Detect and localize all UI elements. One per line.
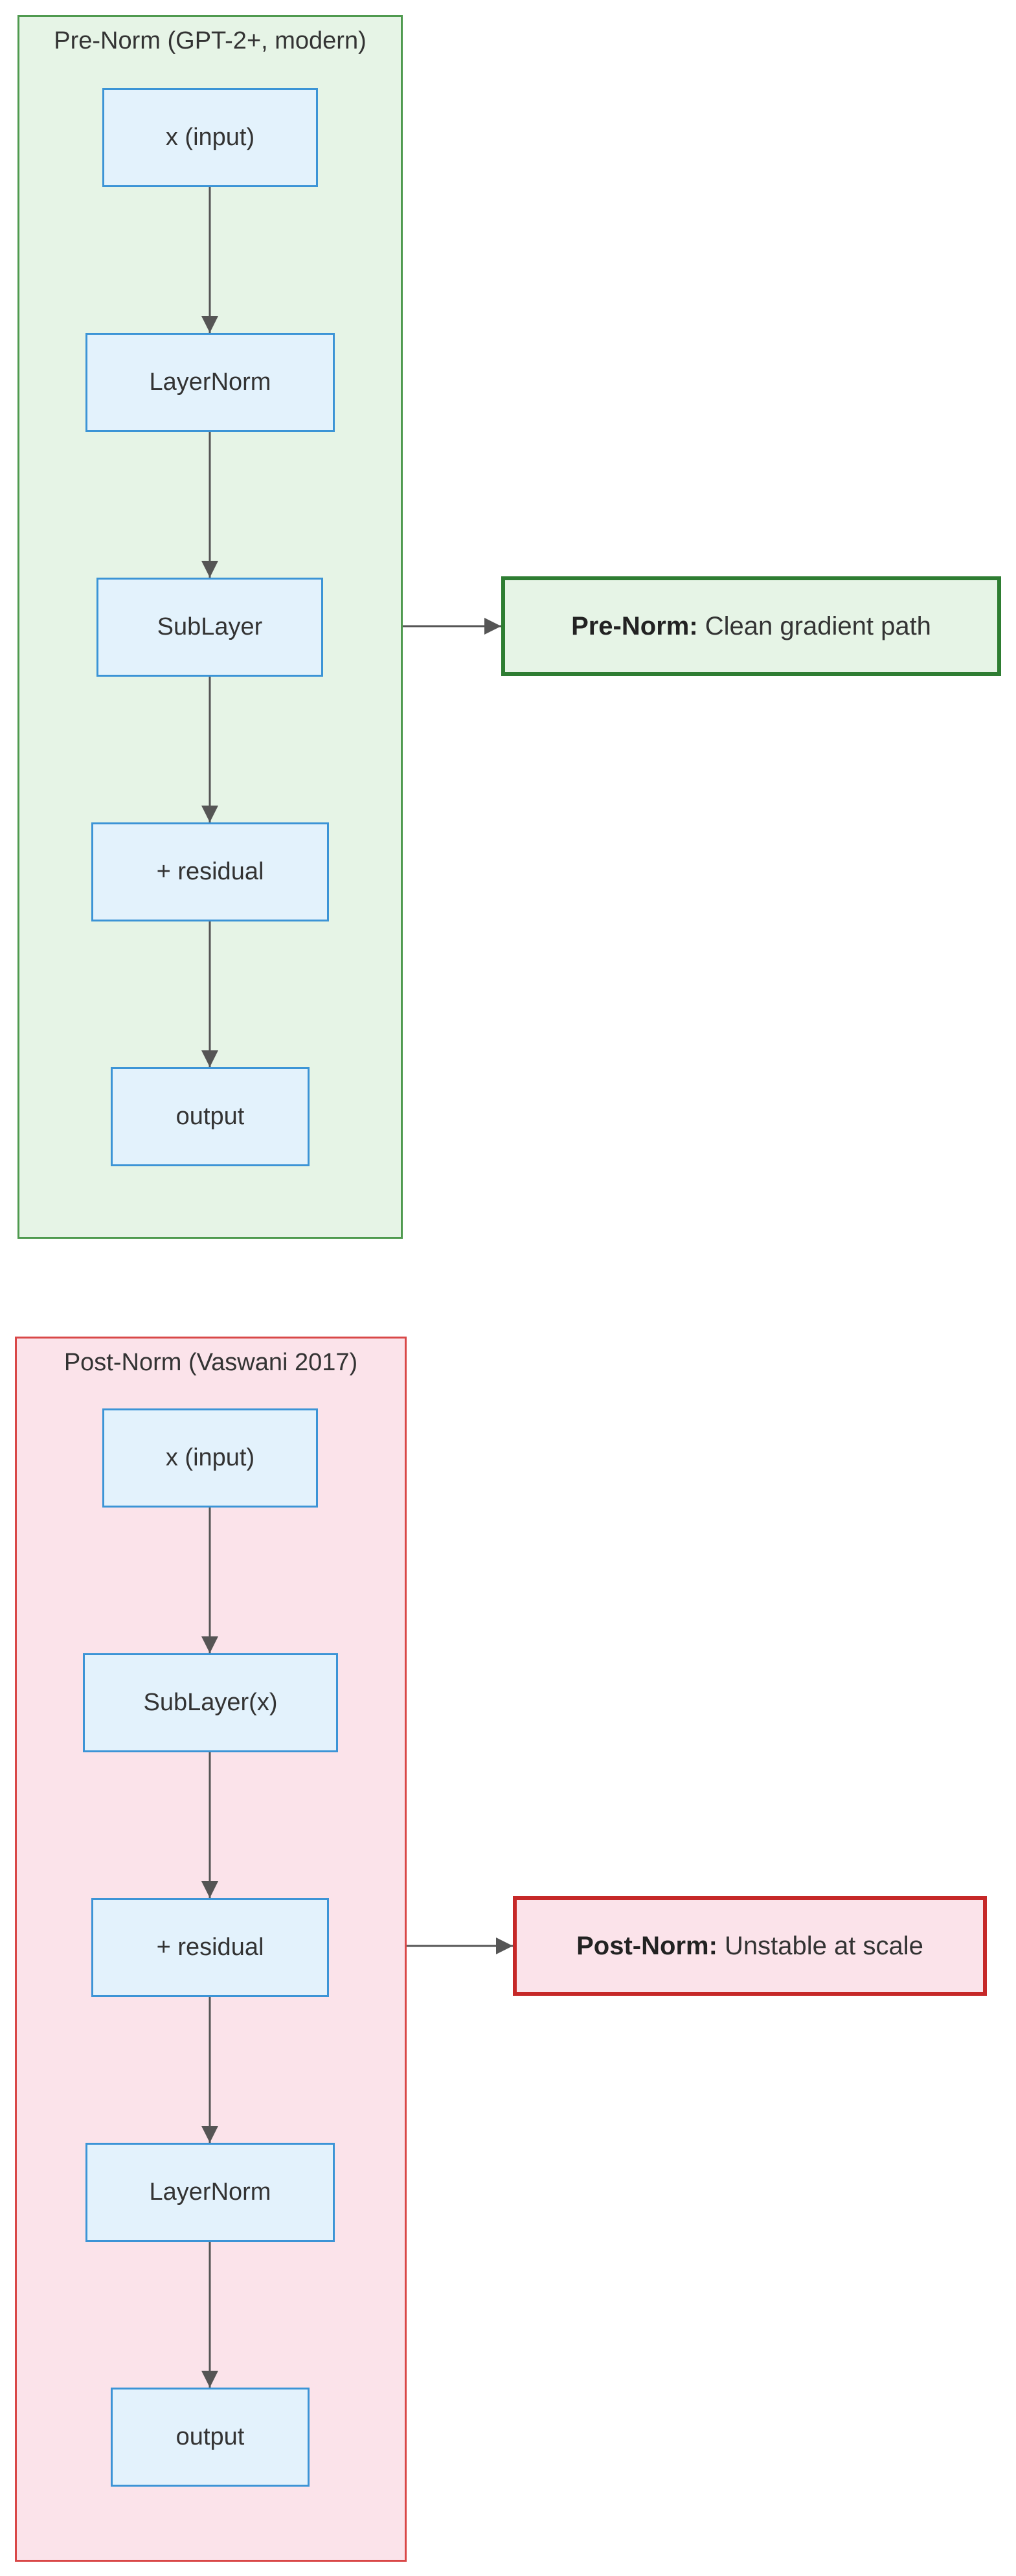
post-norm-group-title: Post-Norm (Vaswani 2017)	[63, 1349, 358, 1376]
pre-norm-callout: Pre-Norm: Clean gradient path	[501, 576, 1001, 676]
pre-norm-callout-text: Clean gradient path	[705, 611, 931, 640]
post-norm-callout-label: Post-Norm:	[576, 1931, 717, 1960]
post-norm-callout-text: Unstable at scale	[725, 1931, 923, 1960]
post-norm-node-output: output	[111, 2388, 310, 2487]
pre-norm-node-input: x (input)	[102, 88, 318, 187]
post-norm-callout: Post-Norm: Unstable at scale	[513, 1896, 987, 1996]
pre-norm-node-layernorm: LayerNorm	[85, 333, 335, 432]
post-norm-node-layernorm: LayerNorm	[85, 2143, 335, 2242]
pre-norm-node-residual: + residual	[91, 822, 329, 921]
post-norm-node-residual: + residual	[91, 1898, 329, 1997]
pre-norm-group-title: Pre-Norm (GPT-2+, modern)	[54, 27, 367, 54]
pre-norm-callout-label: Pre-Norm:	[571, 611, 698, 640]
post-norm-node-input: x (input)	[102, 1408, 318, 1508]
pre-norm-node-sublayer: SubLayer	[96, 578, 323, 677]
post-norm-node-sublayer: SubLayer(x)	[83, 1653, 338, 1752]
pre-norm-node-output: output	[111, 1067, 310, 1166]
